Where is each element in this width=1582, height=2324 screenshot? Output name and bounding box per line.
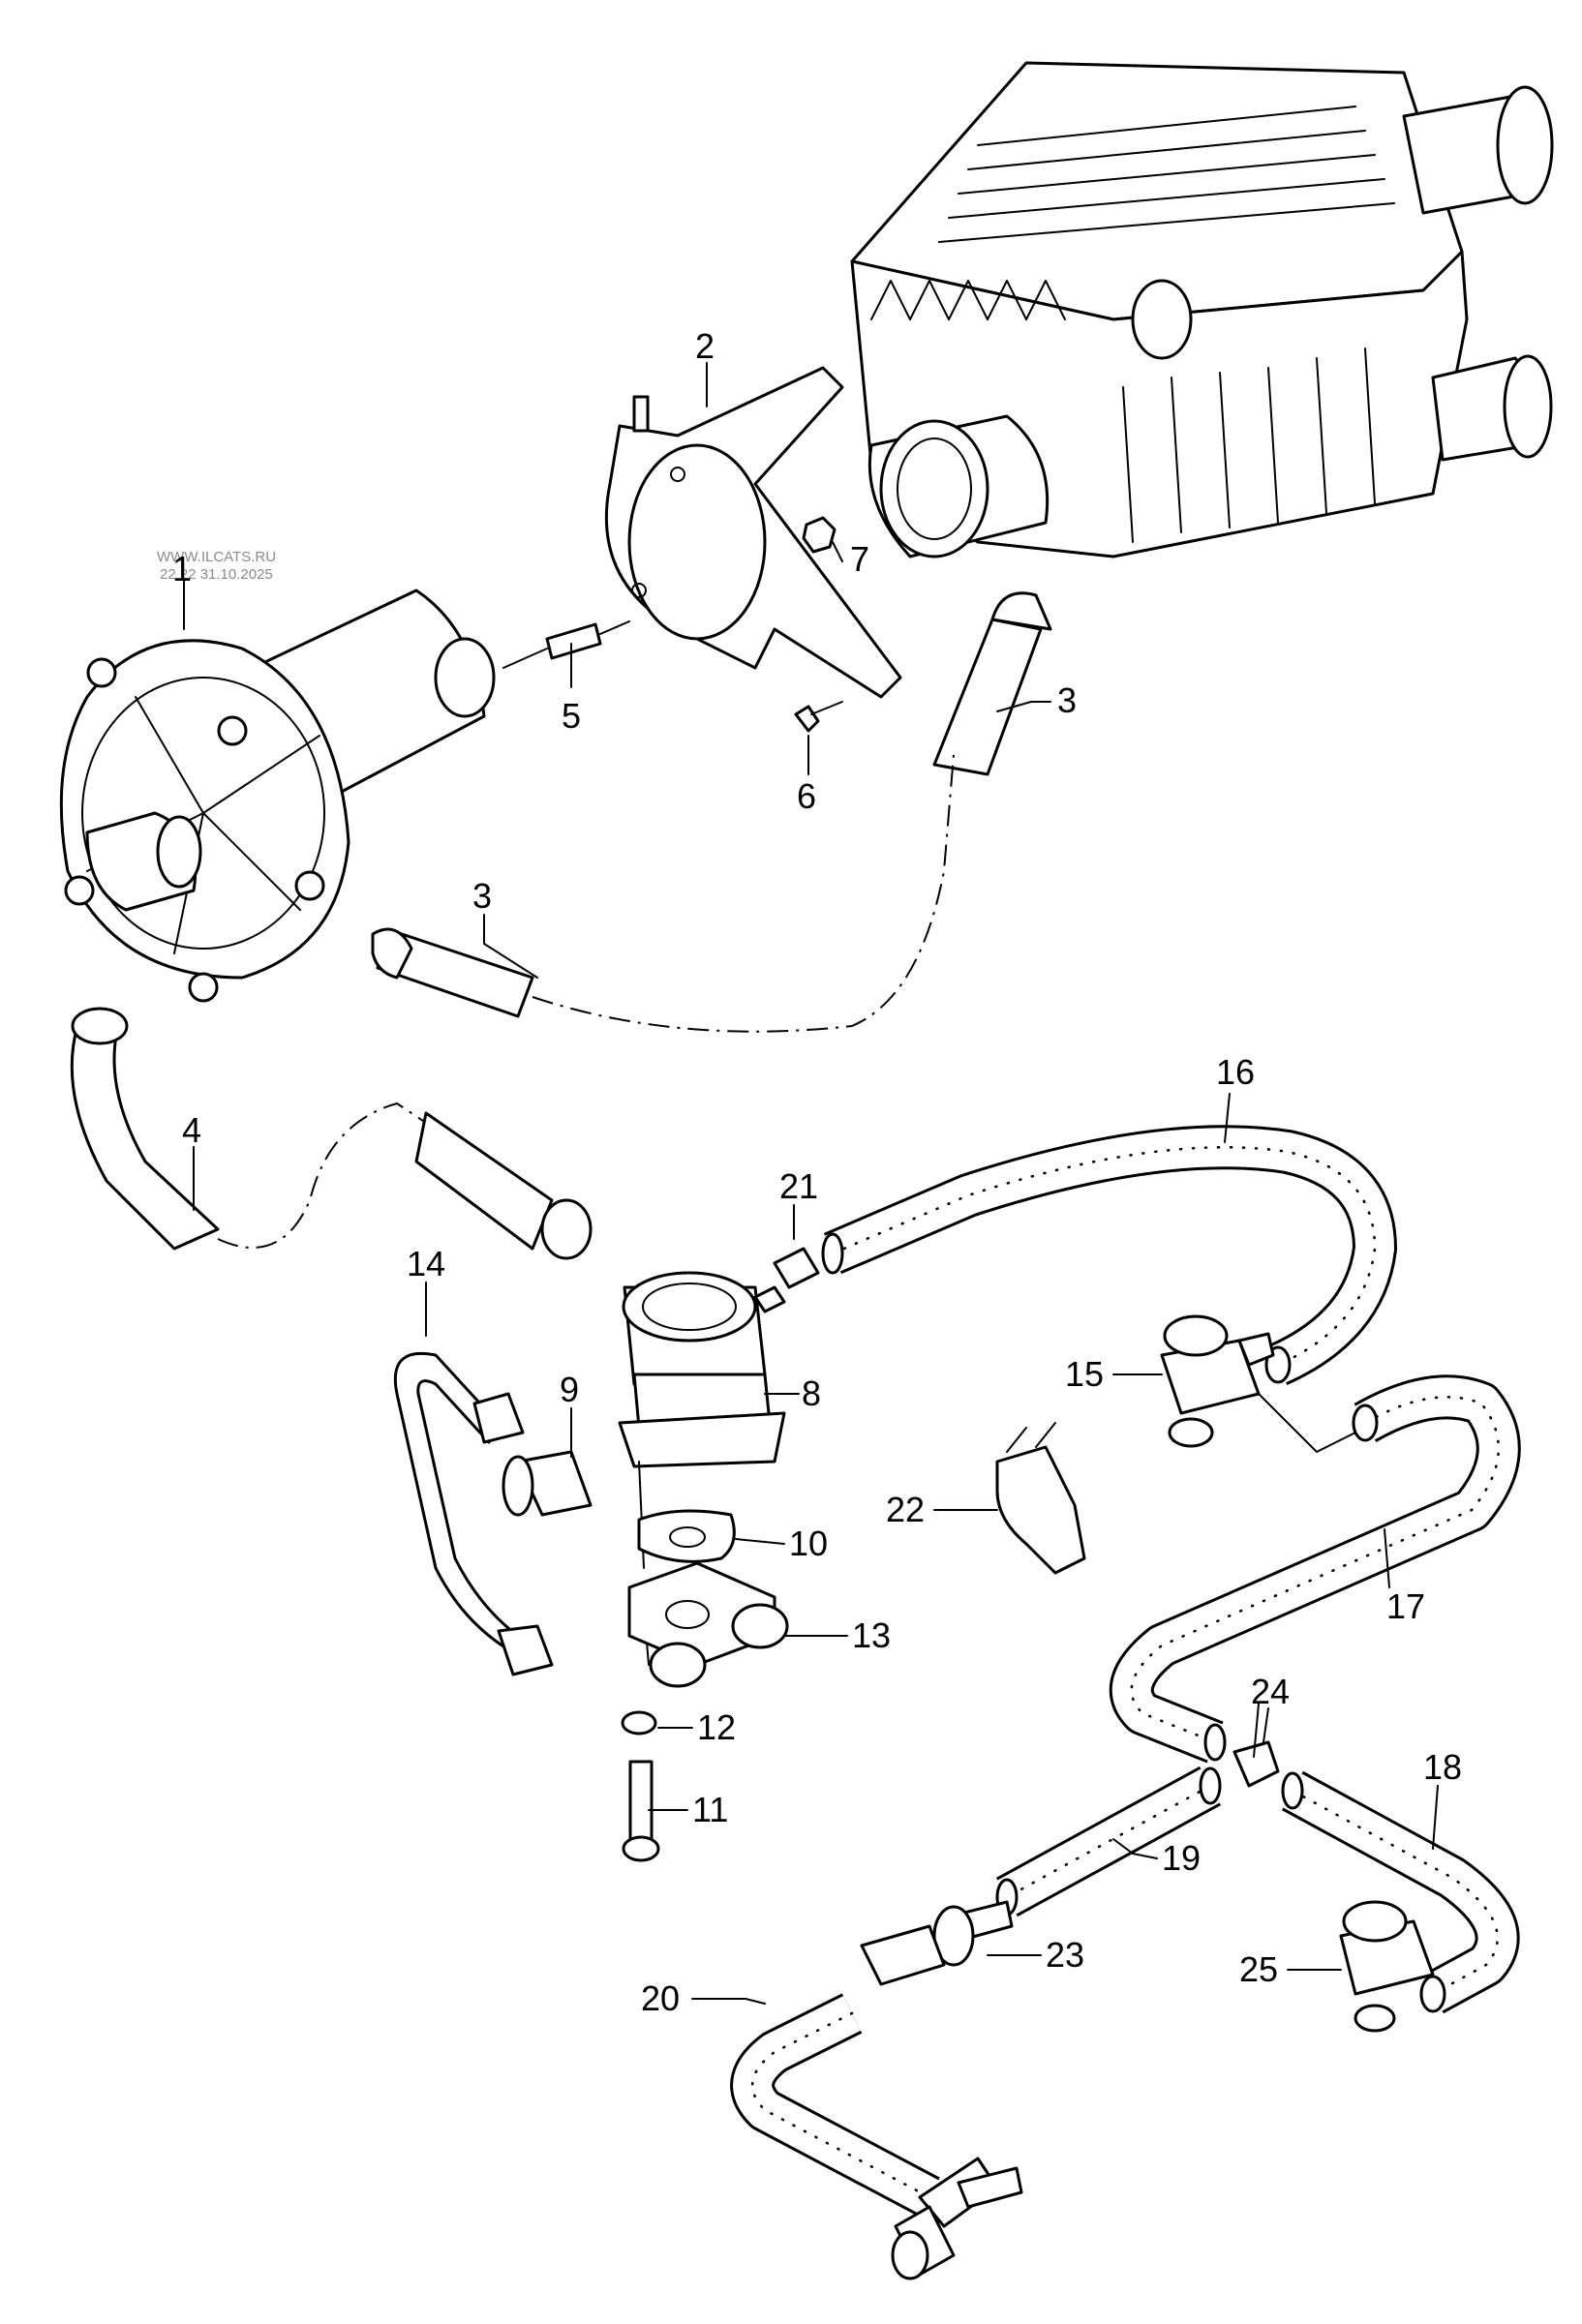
hose-4 (70, 1007, 593, 1260)
bracket (604, 366, 902, 699)
watermark: WWW.ILCATS.RU 22 22 31.10.2025 (157, 549, 276, 583)
nut (802, 516, 837, 554)
vacuum-hose-20 (730, 1993, 940, 2218)
gasket (637, 1509, 736, 1563)
callout-7: 7 (850, 539, 869, 579)
bottom-fitting (891, 2157, 1023, 2280)
callout-2: 2 (695, 326, 715, 366)
watermark-line-1: WWW.ILCATS.RU (157, 549, 276, 565)
vacuum-hose-19 (995, 1766, 1222, 1917)
callout-23: 23 (1046, 1935, 1084, 1975)
vacuum-hose-16 (823, 1125, 1397, 1386)
callout-6: 6 (797, 776, 816, 816)
vacuum-hose-17 (1109, 1374, 1521, 1764)
combination-valve (618, 1271, 786, 1666)
callout-20: 20 (641, 1978, 680, 2018)
callout-8: 8 (802, 1373, 821, 1413)
callout-5: 5 (562, 696, 581, 736)
callout-3-upper: 3 (1057, 680, 1077, 720)
air-filter-housing (850, 61, 1554, 558)
clip (773, 1247, 820, 1289)
callout-12: 12 (697, 1707, 736, 1747)
callout-25: 25 (1239, 1949, 1278, 1989)
bolt (794, 701, 843, 733)
callout-3-lower: 3 (472, 876, 492, 916)
callout-22: 22 (886, 1490, 925, 1529)
vacuum-hose-18 (1281, 1770, 1520, 2014)
callout-10: 10 (789, 1524, 828, 1563)
stud (502, 620, 630, 669)
callout-18: 18 (1423, 1747, 1462, 1787)
callout-1: 1 (172, 549, 192, 589)
washer (621, 1710, 657, 1735)
callout-19: 19 (1162, 1838, 1201, 1878)
solenoid-valve-15 (1160, 1314, 1356, 1453)
leader-lines (183, 362, 1439, 2005)
callout-15: 15 (1065, 1354, 1104, 1394)
flange (627, 1561, 789, 1688)
watermark-line-2: 22 22 31.10.2025 (160, 566, 273, 583)
holder (995, 1422, 1086, 1575)
callout-14: 14 (407, 1244, 445, 1283)
callout-21: 21 (779, 1166, 818, 1206)
secondary-air-pump (59, 589, 496, 1003)
pipe (393, 1351, 554, 1676)
callout-labels: 1 2 3 3 4 5 6 7 8 9 10 11 12 13 14 15 16… (172, 326, 1462, 2018)
solenoid-valve-25 (1339, 1900, 1435, 2033)
callout-13: 13 (852, 1615, 891, 1655)
connector (502, 1450, 593, 1517)
hose-3 (371, 591, 1052, 1033)
check-valve (860, 1900, 1014, 1986)
t-piece (1232, 1703, 1280, 1788)
callout-17: 17 (1386, 1586, 1425, 1626)
callout-9: 9 (560, 1370, 579, 1409)
callout-4: 4 (182, 1110, 201, 1150)
bolt-long (622, 1760, 660, 1862)
callout-16: 16 (1216, 1052, 1255, 1092)
callout-11: 11 (692, 1790, 728, 1829)
callout-24: 24 (1251, 1672, 1290, 1711)
